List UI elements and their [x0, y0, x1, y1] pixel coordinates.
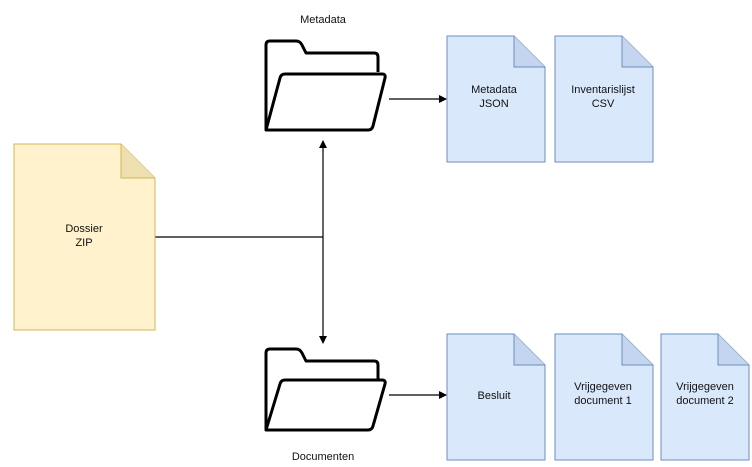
- dossier-label-line1: Dossier: [65, 223, 103, 235]
- documenten-folder-label: Documenten: [292, 451, 354, 463]
- inventarislijst-csv-node: Inventarislijst CSV: [554, 35, 654, 163]
- inventarislijst-line1: Inventarislijst: [571, 84, 635, 96]
- metadata-folder-node: Metadata: [264, 14, 387, 132]
- metadata-json-node: Metadata JSON: [446, 35, 546, 163]
- document-fold: [717, 334, 749, 366]
- metadata-json-line2: JSON: [479, 98, 508, 110]
- vrijgegeven-1-line2: document 1: [574, 395, 631, 407]
- dossier-label-line2: ZIP: [75, 237, 92, 249]
- document-fold: [621, 334, 653, 366]
- open-folder-icon: [264, 347, 387, 432]
- connectors: [155, 95, 447, 399]
- document-fold: [621, 36, 653, 68]
- vrijgegeven-2-line1: Vrijgegeven: [676, 381, 734, 393]
- documenten-folder-node: Documenten: [264, 347, 387, 463]
- document-fold: [513, 36, 545, 68]
- vrijgegeven-document-2-node: Vrijgegeven document 2: [660, 333, 750, 461]
- besluit-node: Besluit: [446, 333, 546, 461]
- inventarislijst-line2: CSV: [592, 98, 615, 110]
- dossier-zip-node: Dossier ZIP: [13, 143, 156, 331]
- vrijgegeven-document-1-node: Vrijgegeven document 1: [554, 333, 654, 461]
- vrijgegeven-1-line1: Vrijgegeven: [574, 381, 632, 393]
- besluit-label: Besluit: [477, 390, 510, 402]
- metadata-json-line1: Metadata: [471, 84, 518, 96]
- open-folder-icon: [264, 39, 387, 132]
- zip-file-shape: [13, 143, 156, 331]
- zip-file-fold: [120, 144, 155, 179]
- vrijgegeven-2-line2: document 2: [676, 395, 733, 407]
- document-fold: [513, 334, 545, 366]
- metadata-folder-label: Metadata: [300, 14, 347, 26]
